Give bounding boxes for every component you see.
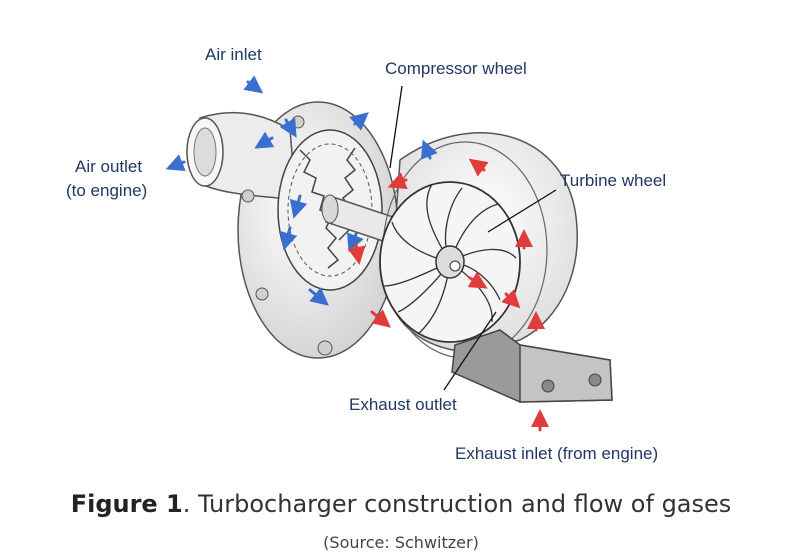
caption-text: . Turbocharger construction and flow of … — [182, 490, 732, 518]
air-flow-arrows — [165, 75, 438, 306]
label-compressor-wheel: Compressor wheel — [385, 59, 527, 78]
figure-label: Figure 1 — [70, 490, 183, 518]
label-exhaust-inlet: Exhaust inlet (from engine) — [455, 444, 659, 463]
turbocharger-diagram — [165, 75, 613, 432]
label-turbine-wheel: Turbine wheel — [560, 171, 667, 190]
leader-lines — [389, 85, 557, 391]
turbine-wheel — [379, 181, 521, 343]
figure-caption: Figure 1. Turbocharger construction and … — [0, 490, 802, 518]
leader-exhaust-outlet — [443, 311, 497, 391]
leader-compressor-wheel — [389, 85, 403, 169]
label-air-inlet: Air inlet — [205, 45, 262, 64]
label-air-outlet-sub: (to engine) — [66, 181, 148, 200]
label-exhaust-outlet: Exhaust outlet — [349, 395, 457, 414]
leader-turbine-wheel — [487, 189, 557, 233]
figure-source: (Source: Schwitzer) — [323, 533, 479, 552]
exhaust-flow-arrows — [347, 158, 549, 432]
label-air-outlet: Air outlet — [75, 157, 143, 176]
